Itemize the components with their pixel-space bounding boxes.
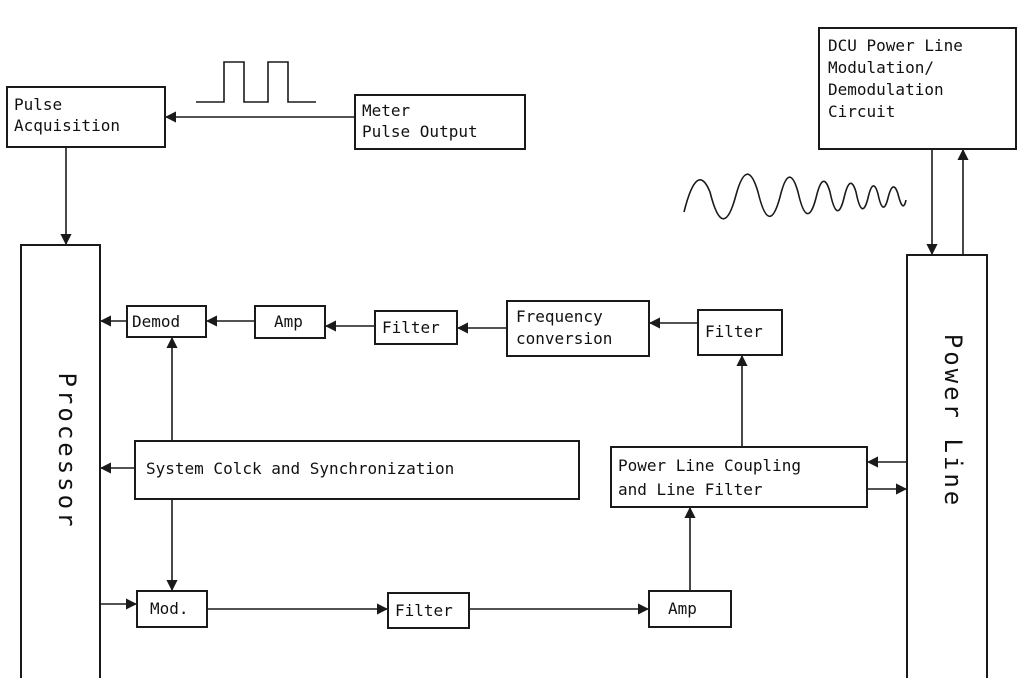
amp-tx-block: Amp [648,590,732,628]
system-clock-block: System Colck and Synchronization [134,440,580,500]
dcu-circuit-block: DCU Power Line Modulation/ Demodulation … [818,27,1017,150]
demod-block: Demod [126,305,207,338]
mod-block: Mod. [136,590,208,628]
pulse-acquisition-block: Pulse Acquisition [6,86,166,148]
amp-rx-block: Amp [254,305,326,339]
power-line-coupling-block: Power Line Coupling and Line Filter [610,446,868,508]
power-line-block: Power Line [906,254,988,678]
processor-label: Processor [47,341,77,561]
power-line-label: Power Line [933,311,963,531]
processor-block: Processor [20,244,101,678]
sine-waveform [684,174,906,219]
filter-in-block: Filter [697,309,783,356]
filter-tx-block: Filter [387,592,470,629]
frequency-conversion-block: Frequency conversion [506,300,650,357]
pulse-waveform [196,62,316,102]
filter-rx-block: Filter [374,310,458,345]
meter-pulse-output-block: Meter Pulse Output [354,94,526,150]
